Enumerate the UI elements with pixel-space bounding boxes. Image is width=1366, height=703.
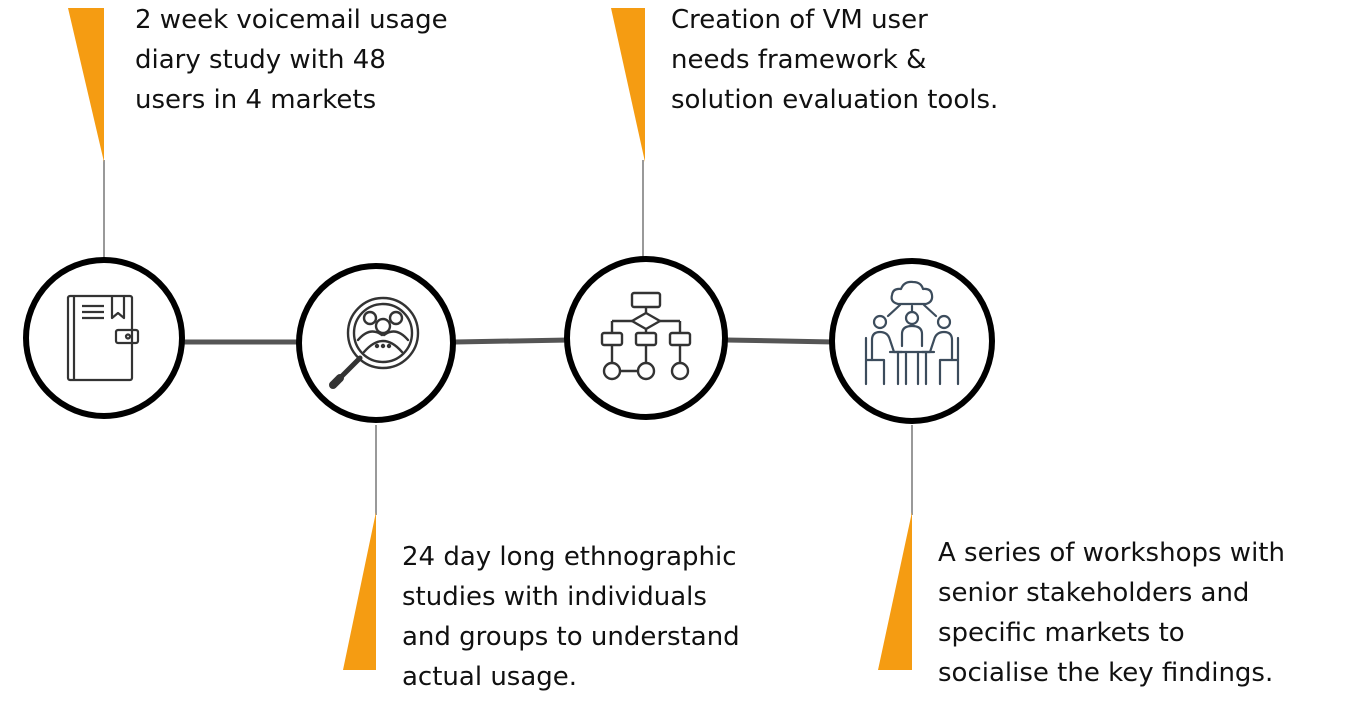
step-1-line-3: users in 4 markets <box>135 85 377 115</box>
step-4-line-4: socialise the key findings. <box>938 658 1274 688</box>
step-circle-1 <box>23 257 185 419</box>
orange-marker-3 <box>611 8 645 162</box>
connector-2-3 <box>452 337 572 345</box>
flowchart-icon <box>600 291 692 381</box>
step-2-line-2: studies with individuals <box>402 582 707 612</box>
orange-marker-2 <box>343 512 376 670</box>
magnifier-people-icon <box>329 296 420 389</box>
step-4-line-3: specific markets to <box>938 618 1185 648</box>
step-circle-3 <box>564 256 728 420</box>
step-2-line-3: and groups to understand <box>402 622 740 652</box>
step-1-line-2: diary study with 48 <box>135 45 386 75</box>
orange-marker-1 <box>68 8 104 162</box>
step-2-line-1: 24 day long ethnographic <box>402 542 737 572</box>
step-4-text: A series of workshops with senior stakeh… <box>938 533 1285 693</box>
step-1-text: 2 week voicemail usage diary study with … <box>135 0 448 120</box>
diary-book-icon <box>66 294 140 382</box>
orange-marker-4 <box>878 512 912 670</box>
connector-3-4 <box>723 337 837 345</box>
step-2-line-4: actual usage. <box>402 662 578 692</box>
timeline-connectors <box>175 337 837 345</box>
workshop-meeting-icon <box>864 280 960 386</box>
step-3-line-3: solution evaluation tools. <box>671 85 999 115</box>
step-3-line-2: needs framework & <box>671 45 927 75</box>
step-4-line-1: A series of workshops with <box>938 538 1285 568</box>
step-3-line-1: Creation of VM user <box>671 5 928 35</box>
step-3-text: Creation of VM user needs framework & so… <box>671 0 998 120</box>
step-2-text: 24 day long ethnographic studies with in… <box>402 537 740 697</box>
leader-lines <box>103 160 913 515</box>
orange-markers <box>68 8 912 670</box>
step-1-line-1: 2 week voicemail usage <box>135 5 448 35</box>
step-4-line-2: senior stakeholders and <box>938 578 1250 608</box>
step-circle-4 <box>829 258 995 424</box>
